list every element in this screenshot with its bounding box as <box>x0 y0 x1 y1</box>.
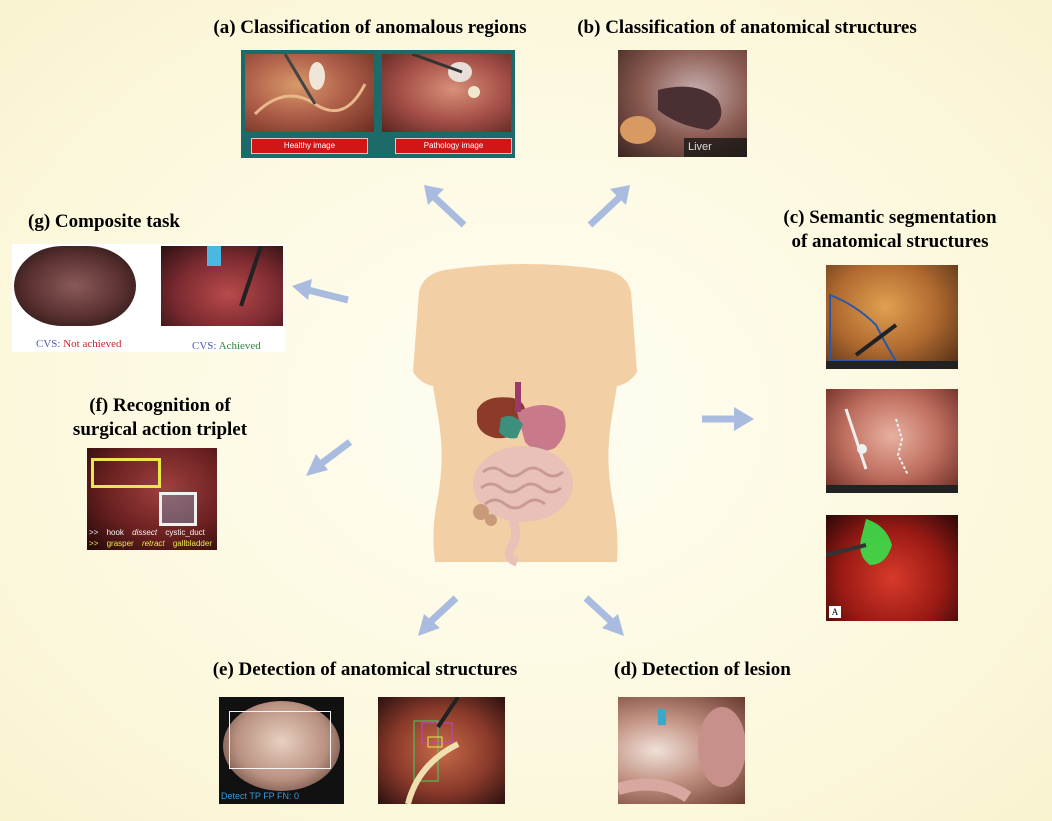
triplet-2-target: gallbladder <box>172 539 212 548</box>
arrow-to-d <box>583 595 624 636</box>
panel-e-image-1: Detect TP FP FN: 0 <box>219 697 344 804</box>
arrow-to-a <box>424 185 467 228</box>
segmentation-photo-1 <box>826 265 958 369</box>
cvs-value-1: Not achieved <box>63 338 122 350</box>
liver-tag: Liver <box>684 138 747 157</box>
panel-e-title: (e) Detection of anatomical structures <box>212 659 518 680</box>
cvs-caption-2: CVS: Achieved <box>192 340 261 352</box>
arrow-to-b <box>587 185 630 228</box>
triplet-1-target: cystic_duct <box>165 528 205 537</box>
panel-f-title-line1: (f) Recognition of <box>89 395 231 416</box>
grasper-bbox <box>91 458 161 488</box>
cvs-value-2: Achieved <box>218 340 261 352</box>
triplet-2-instrument: grasper <box>106 539 134 548</box>
triplet-2-verb: retract <box>141 539 165 548</box>
hook-bbox <box>159 492 197 526</box>
panel-b-title: (b) Classification of anatomical structu… <box>577 17 917 38</box>
panel-b-image: Liver <box>618 50 747 157</box>
pathology-label: Pathology image <box>395 138 512 154</box>
detection-bbox <box>229 711 331 769</box>
panel-g-title: (g) Composite task <box>28 211 180 232</box>
triplet-1-instrument: hook <box>106 528 124 537</box>
cvs-achieved-photo <box>161 246 283 326</box>
detection-readout: Detect TP FP FN: 0 <box>221 791 300 801</box>
cvs-label-1: CVS: <box>36 338 61 350</box>
panel-e-image-2 <box>378 697 505 804</box>
panel-d-image <box>618 697 745 804</box>
panel-c-title-line2: of anatomical structures <box>791 231 989 252</box>
panel-f-image: >> hook dissect cystic_duct >> grasper r… <box>87 448 217 550</box>
pathology-photo <box>382 54 511 132</box>
triplet-line-1: >> hook dissect cystic_duct <box>89 528 205 537</box>
triplet-line-2: >> grasper retract gallbladder <box>89 539 212 548</box>
cyst-photo <box>223 701 340 791</box>
healthy-label: Healthy image <box>251 138 368 154</box>
cvs-label-2: CVS: <box>192 340 217 352</box>
panel-c-title-line1: (c) Semantic segmentation <box>783 207 997 228</box>
panel-d-title: (d) Detection of lesion <box>614 659 791 680</box>
arrow-to-f <box>306 439 353 476</box>
cvs-not-achieved-photo <box>14 246 136 326</box>
arrow-to-c <box>702 407 754 431</box>
panel-f-title-line2: surgical action triplet <box>72 419 248 440</box>
torso-illustration <box>413 264 637 567</box>
triplet-1-verb: dissect <box>132 528 158 537</box>
segmentation-photo-3: A <box>826 515 958 621</box>
segmentation-corner-label: A <box>829 606 841 618</box>
triplet-2-prefix: >> <box>89 539 99 548</box>
arrow-to-e <box>418 595 459 636</box>
panel-g-image: CVS: Not achieved CVS: Achieved <box>12 244 285 352</box>
panel-a-image: Healthy image Pathology image <box>241 50 515 158</box>
panel-a-title: (a) Classification of anomalous regions <box>213 17 527 38</box>
healthy-photo <box>245 54 374 132</box>
cvs-caption-1: CVS: Not achieved <box>36 338 122 350</box>
segmentation-photo-2 <box>826 389 958 493</box>
triplet-1-prefix: >> <box>89 528 99 537</box>
arrow-to-g <box>292 279 349 304</box>
